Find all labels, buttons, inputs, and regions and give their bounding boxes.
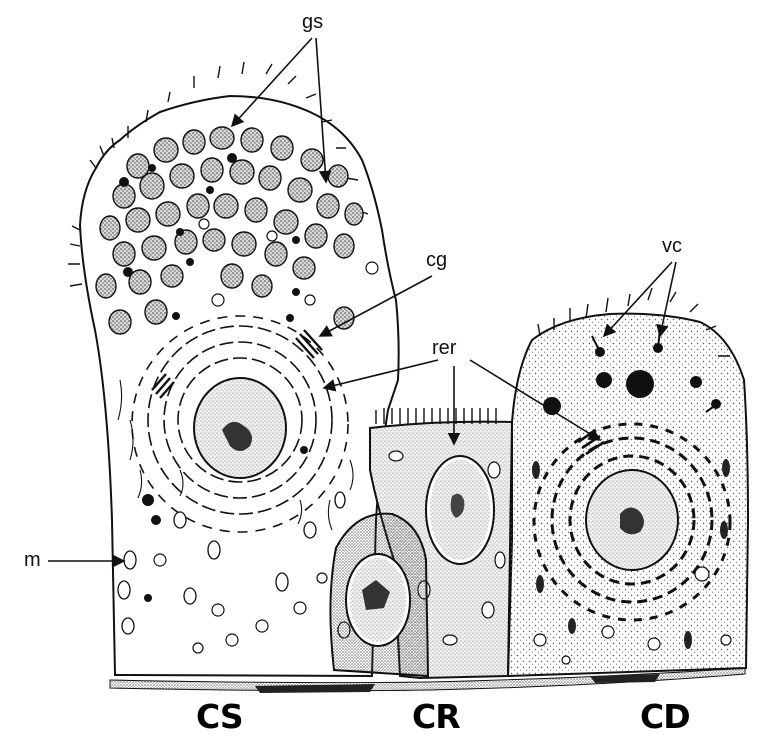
label-cr: CR bbox=[412, 700, 460, 733]
cd-cell bbox=[508, 288, 748, 676]
label-cs: CS bbox=[196, 700, 243, 733]
label-gs: gs bbox=[302, 12, 323, 32]
label-m: m bbox=[24, 550, 41, 570]
label-cd: CD bbox=[640, 700, 690, 733]
label-rer: rer bbox=[432, 338, 456, 358]
basal-cell bbox=[330, 514, 428, 676]
label-vc: vc bbox=[662, 236, 682, 256]
label-cg: cg bbox=[426, 250, 447, 270]
